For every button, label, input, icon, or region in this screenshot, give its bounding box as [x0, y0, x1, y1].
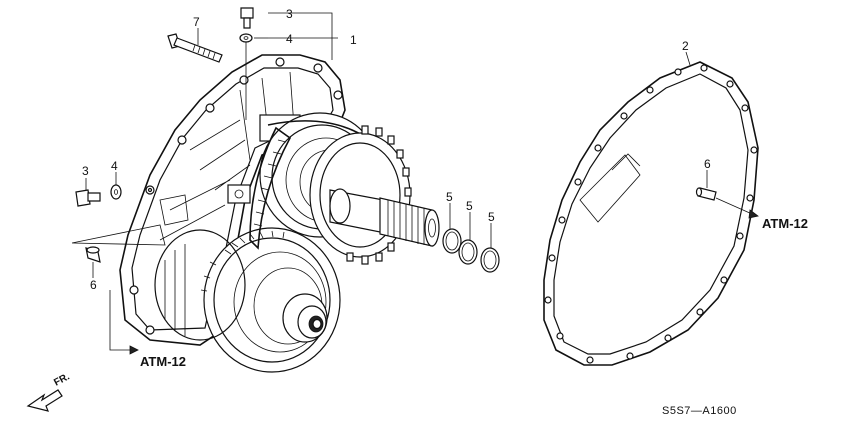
front-direction-arrow	[26, 389, 63, 412]
reference-atm-12-left: ATM-12	[140, 354, 186, 369]
callout-6-right: 6	[704, 157, 711, 171]
callout-1: 1	[350, 33, 357, 47]
left-dowel-pin	[85, 246, 101, 263]
callout-6-left: 6	[90, 278, 97, 292]
callout-4-top: 4	[286, 32, 293, 46]
top-washer	[239, 33, 253, 43]
top-flange-bolt	[240, 7, 254, 29]
callout-7: 7	[193, 15, 200, 29]
diagram-code: S5S7—A1600	[662, 405, 737, 417]
callout-5-a: 5	[446, 190, 453, 204]
callout-5-b: 5	[466, 199, 473, 213]
reference-atm-12-right: ATM-12	[762, 216, 808, 231]
callout-3-top: 3	[286, 7, 293, 21]
right-dowel-pin	[695, 187, 717, 201]
o-rings	[442, 228, 500, 273]
leader-lines	[71, 12, 759, 355]
callout-5-c: 5	[488, 210, 495, 224]
callout-3-left: 3	[82, 164, 89, 178]
left-flange-bolt	[75, 189, 101, 207]
transmission-housing	[119, 54, 440, 373]
left-washer	[110, 184, 122, 200]
long-flange-bolt	[167, 33, 223, 63]
housing-gasket	[543, 61, 759, 366]
callout-2: 2	[682, 39, 689, 53]
front-direction-label: FR.	[52, 371, 72, 388]
callout-4-left: 4	[111, 159, 118, 173]
